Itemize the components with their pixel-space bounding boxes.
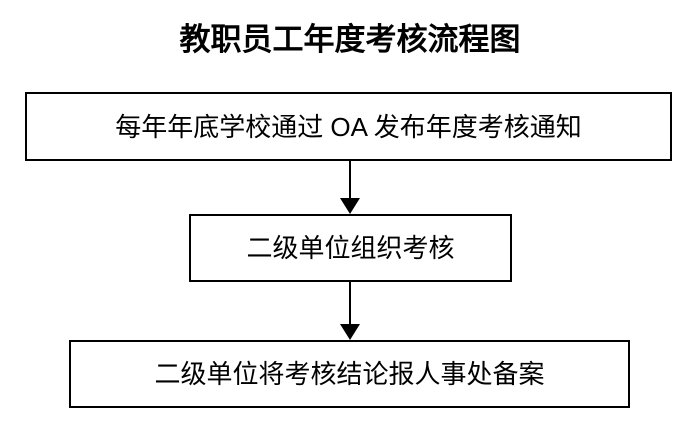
connector-line <box>349 282 351 325</box>
flow-node-label: 每年年底学校通过 OA 发布年度考核通知 <box>115 111 582 142</box>
flow-node-step-3[interactable]: 二级单位将考核结论报人事处备案 <box>69 340 630 408</box>
flow-node-label: 二级单位将考核结论报人事处备案 <box>154 359 545 389</box>
flow-connector-1-to-2 <box>340 161 360 214</box>
arrow-down-icon <box>340 324 360 340</box>
flow-node-step-1[interactable]: 每年年底学校通过 OA 发布年度考核通知 <box>25 92 672 161</box>
arrow-down-icon <box>340 198 360 214</box>
connector-line <box>349 161 351 199</box>
flow-node-label: 二级单位组织考核 <box>246 233 455 263</box>
flow-connector-2-to-3 <box>340 282 360 340</box>
flow-node-step-2[interactable]: 二级单位组织考核 <box>189 214 512 282</box>
page-title: 教职员工年度考核流程图 <box>179 22 521 57</box>
